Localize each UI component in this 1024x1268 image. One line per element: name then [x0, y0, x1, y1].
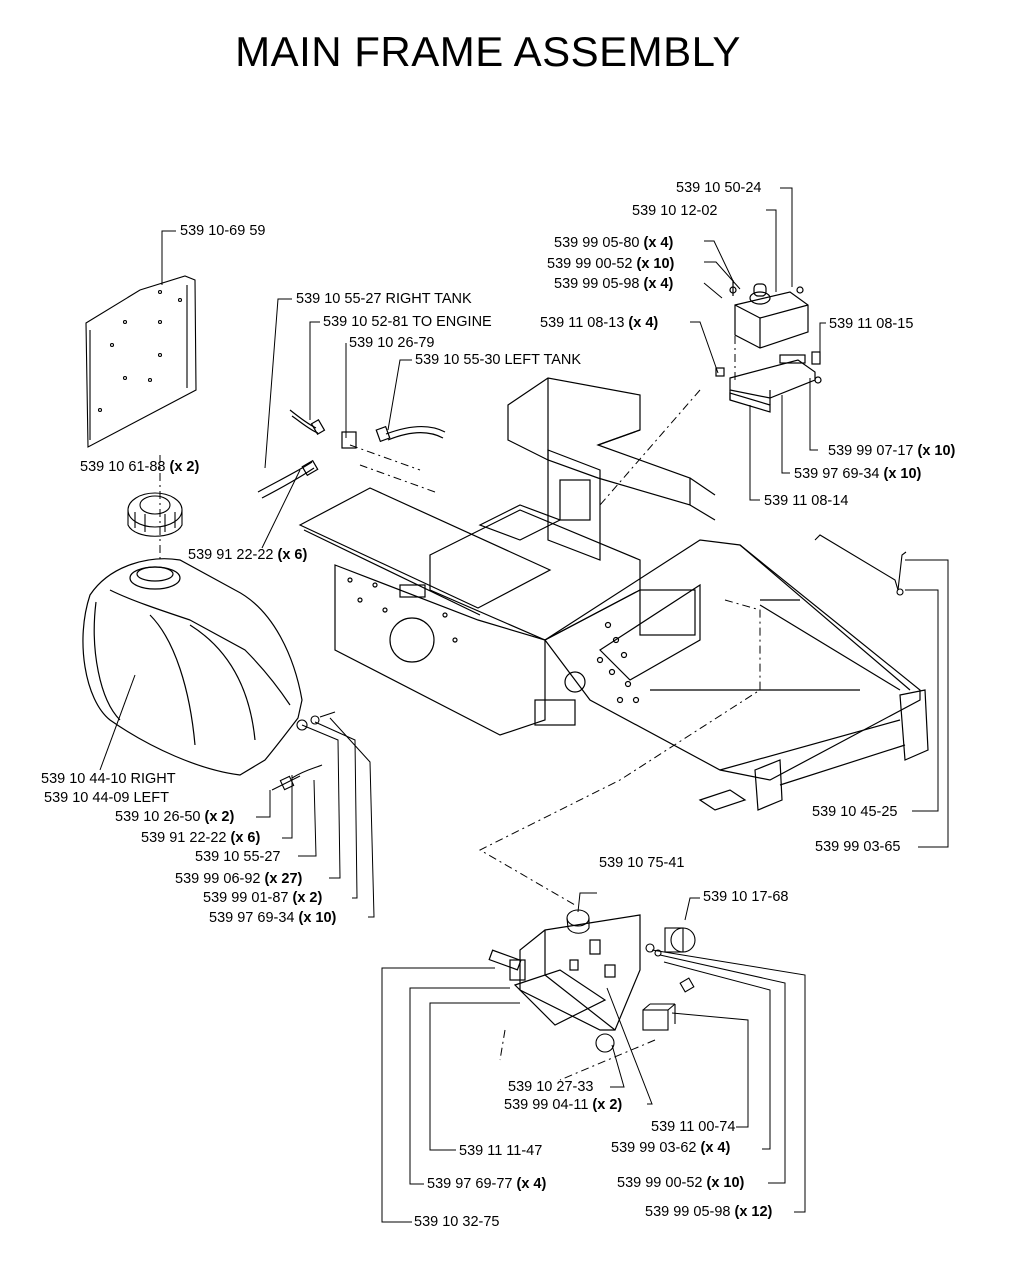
control-box: [488, 914, 641, 1031]
part-label: 539 10 55-30 LEFT TANK: [415, 352, 582, 368]
assembly-dash-lines: [159, 318, 761, 1081]
part-label: 539 99 00-52 (x 10): [617, 1175, 745, 1191]
fuel-cap: [127, 492, 183, 537]
part-label: 539 99 05-98 (x 12): [645, 1204, 773, 1220]
hydraulic-tank: [729, 280, 809, 349]
fuel-lines: [257, 409, 446, 499]
part-label: 539 10 17-68: [703, 889, 789, 905]
part-label: 539 97 69-34 (x 10): [209, 910, 337, 926]
leader-lines: [99, 187, 949, 1223]
part-label: 539 10 44-10 RIGHT: [41, 771, 176, 787]
part-label: 539 99 03-65: [815, 839, 901, 855]
part-label: 539 99 06-92 (x 27): [175, 871, 303, 887]
part-label: 539 10-69 59: [180, 223, 266, 239]
part-label: 539 11 08-15: [829, 316, 914, 332]
part-label: 539 99 07-17 (x 10): [828, 443, 956, 459]
tank-fittings: [271, 711, 336, 791]
part-label: 539 10 27-33: [508, 1079, 594, 1095]
part-label: 539 10 32-75: [414, 1214, 500, 1230]
part-label: 539 11 08-14: [764, 493, 849, 509]
part-label: 539 10 12-02: [632, 203, 718, 219]
part-label: 539 99 01-87 (x 2): [203, 890, 323, 906]
part-label: 539 99 00-52 (x 10): [547, 256, 675, 272]
page-title: MAIN FRAME ASSEMBLY: [235, 28, 741, 75]
tank-bracket: [715, 351, 822, 413]
part-label: 539 11 08-13 (x 4): [540, 315, 659, 331]
part-label: 539 10 26-79: [349, 335, 435, 351]
part-label: 539 99 04-11 (x 2): [504, 1097, 623, 1113]
part-label: 539 99 05-98 (x 4): [554, 276, 674, 292]
part-label: 539 97 69-34 (x 10): [794, 466, 922, 482]
seat-side-panel: [85, 275, 197, 448]
part-label: 539 10 61-88 (x 2): [80, 459, 200, 475]
part-label: 539 10 55-27 RIGHT TANK: [296, 291, 472, 307]
part-label: 539 11 11-47: [459, 1143, 543, 1159]
part-label: 539 10 44-09 LEFT: [44, 790, 169, 806]
side-rod: [814, 534, 907, 596]
part-label: 539 99 05-80 (x 4): [554, 235, 674, 251]
control-knob: [566, 909, 615, 1053]
part-label: 539 10 75-41: [599, 855, 685, 871]
part-label: 539 10 55-27: [195, 849, 281, 865]
fuel-tank: [82, 558, 303, 776]
part-label: 539 10 26-50 (x 2): [115, 809, 235, 825]
part-label: 539 10 52-81 TO ENGINE: [323, 314, 492, 330]
part-label: 539 97 69-77 (x 4): [427, 1176, 547, 1192]
main-frame: [298, 377, 929, 811]
ignition-switch: [642, 927, 696, 1031]
part-label: 539 91 22-22 (x 6): [141, 830, 261, 846]
part-label: 539 10 45-25: [812, 804, 898, 820]
part-label: 539 99 03-62 (x 4): [611, 1140, 731, 1156]
part-label: 539 91 22-22 (x 6): [188, 547, 308, 563]
part-label: 539 10 50-24: [676, 180, 762, 196]
part-label: 539 11 00-74: [651, 1119, 736, 1135]
